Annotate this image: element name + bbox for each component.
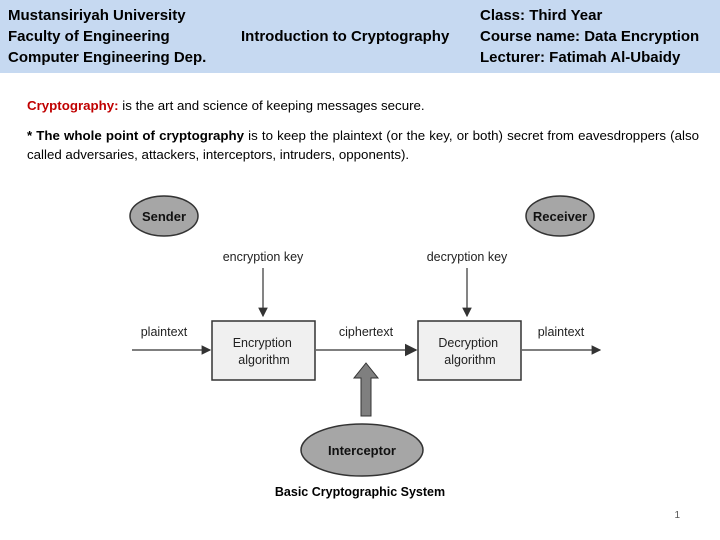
encryption-algorithm-box — [211, 320, 316, 381]
slide-header: Mustansiriyah University Faculty of Engi… — [0, 0, 720, 73]
lecture-topic: Introduction to Cryptography — [241, 28, 450, 45]
purpose-lead: * The whole point of cryptography — [27, 128, 245, 143]
interceptor-label: Interceptor — [328, 443, 396, 458]
interception-arrow — [352, 362, 380, 417]
definition-text: is the art and science of keeping messag… — [118, 98, 425, 113]
ciphertext-label: ciphertext — [339, 325, 394, 339]
faculty-name: Faculty of Engineering — [8, 28, 170, 45]
receiver-label: Receiver — [533, 209, 587, 224]
encryption-algorithm-label: Encryption algorithm — [233, 336, 296, 367]
university-name: Mustansiriyah University — [8, 7, 186, 24]
slide-content: Cryptography: is the art and science of … — [27, 96, 699, 175]
plaintext-input-label: plaintext — [141, 325, 188, 339]
course-name: Course name: Data Encryption — [480, 28, 700, 45]
receiver-ellipse — [525, 195, 595, 237]
sender-label: Sender — [142, 209, 186, 224]
decryption-key-label: decryption key — [427, 250, 508, 264]
encryption-key-label: encryption key — [223, 250, 304, 264]
decryption-algorithm-label: Decryption algorithm — [438, 336, 501, 367]
decryption-algorithm-box — [417, 320, 522, 381]
interceptor-ellipse — [300, 423, 424, 477]
class-info: Class: Third Year — [480, 7, 603, 24]
department-name: Computer Engineering Dep. — [8, 49, 207, 66]
page-number: 1 — [674, 510, 680, 521]
plaintext-output-label: plaintext — [538, 325, 585, 339]
definition-paragraph: Cryptography: is the art and science of … — [27, 96, 699, 115]
diagram-caption: Basic Cryptographic System — [274, 485, 446, 499]
lecturer-name: Lecturer: Fatimah Al-Ubaidy — [480, 49, 681, 66]
purpose-text: is to keep the plaintext (or the key, or… — [27, 128, 699, 162]
definition-term: Cryptography: — [27, 98, 119, 113]
cryptographic-system-diagram: Sender Receiver encryption key decryptio… — [129, 195, 602, 477]
sender-ellipse — [129, 195, 199, 237]
purpose-paragraph: * The whole point of cryptography is to … — [27, 126, 699, 164]
